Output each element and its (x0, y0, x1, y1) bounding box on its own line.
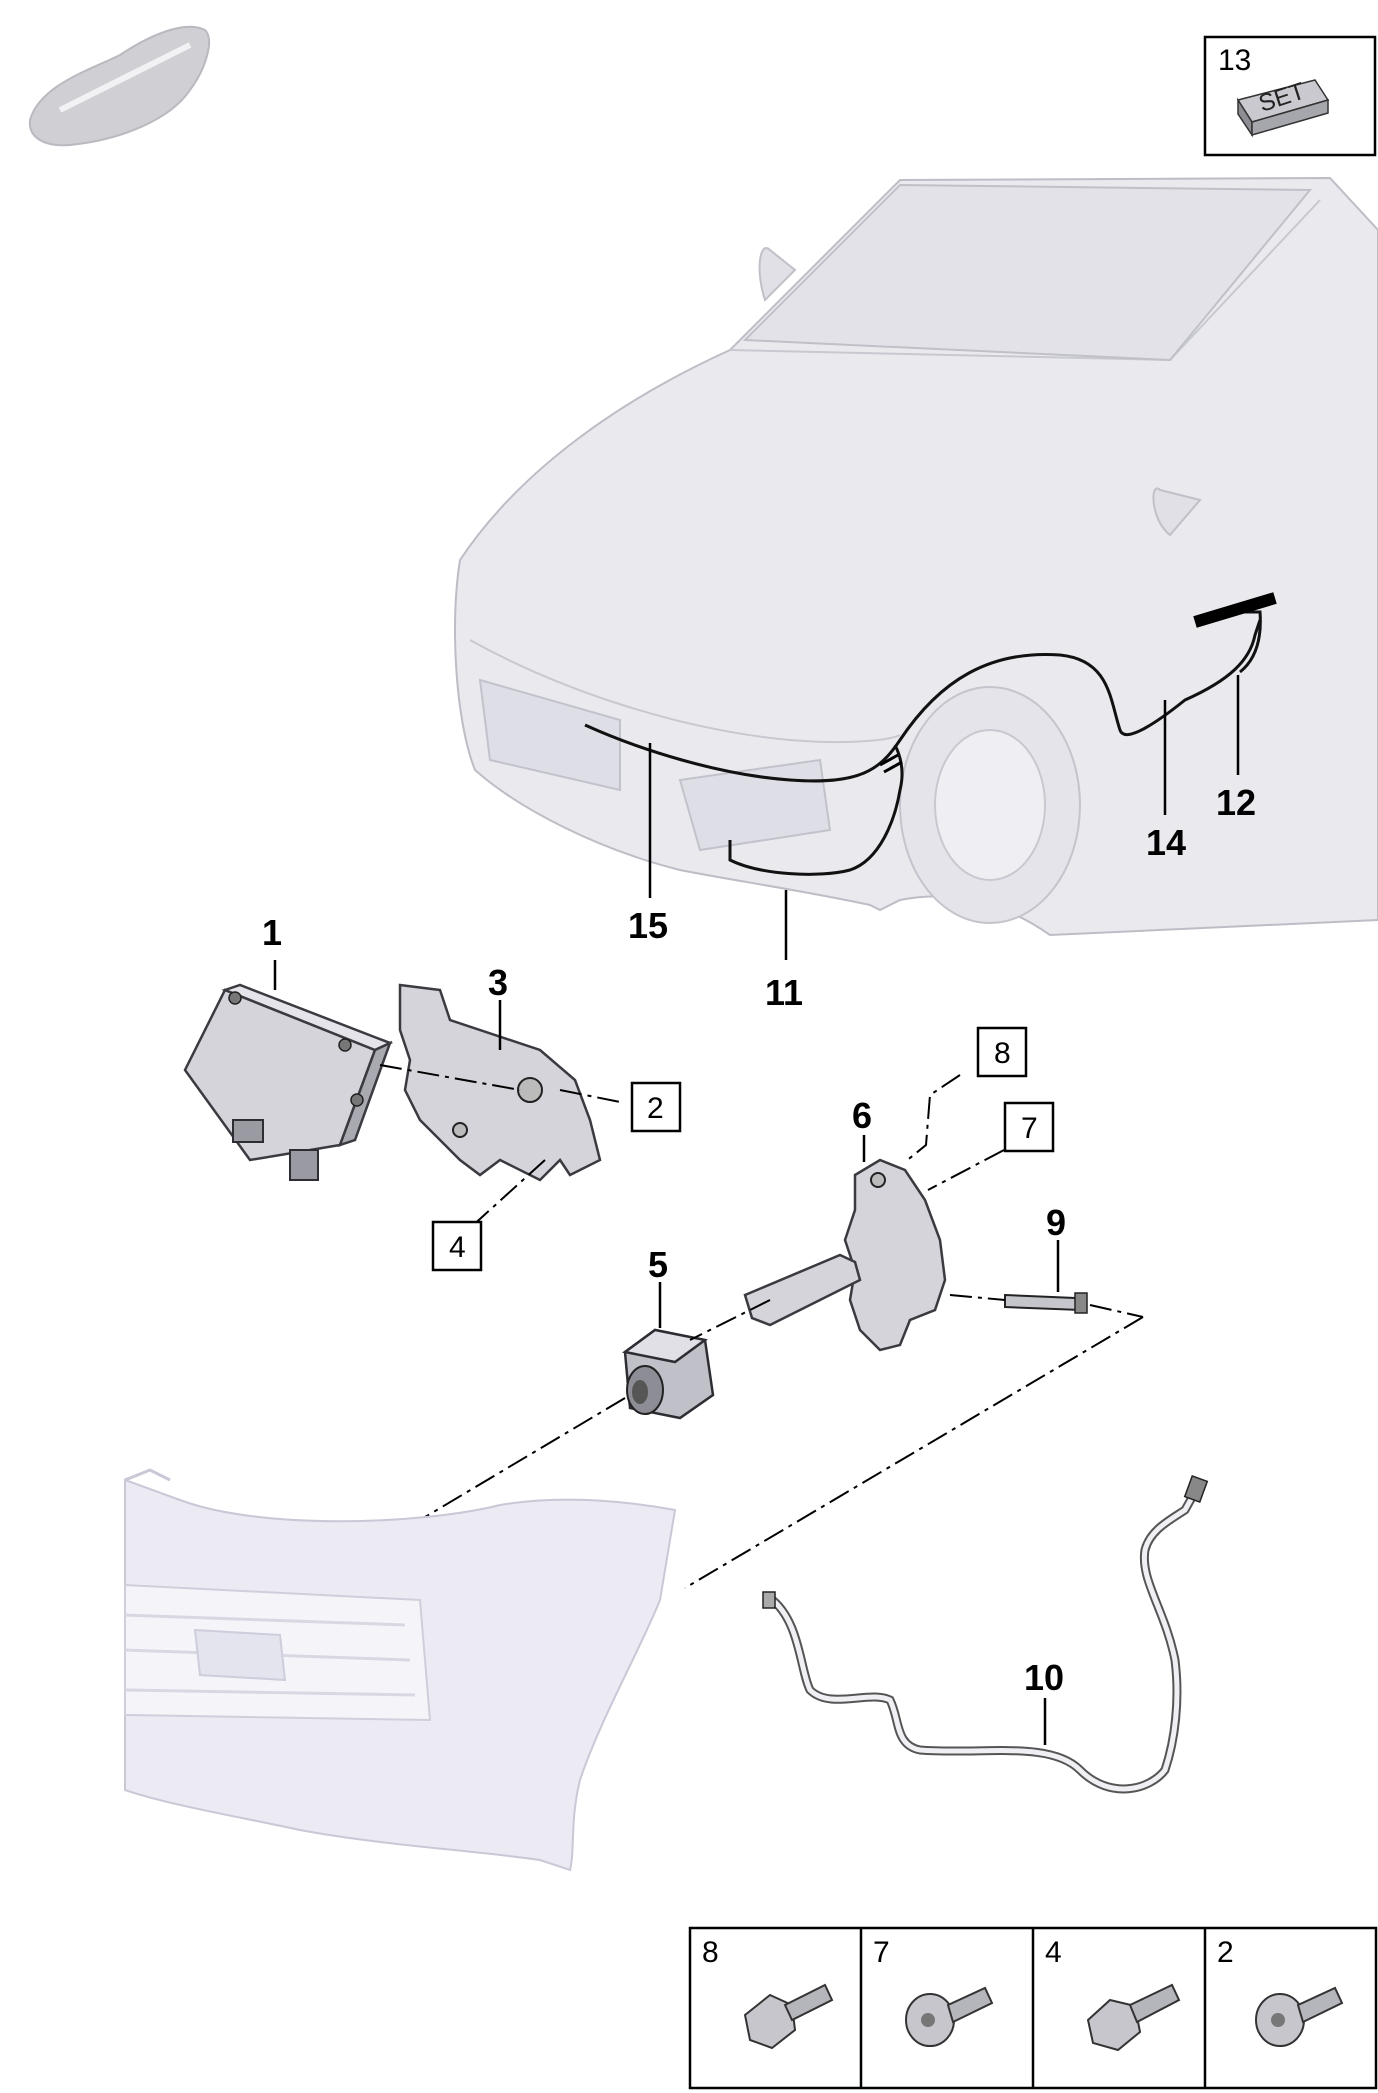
fastener-table: 8 7 4 2 (688, 1926, 1378, 2090)
torx-bolt-icon (905, 1986, 994, 2047)
fastener-cell-2[interactable]: 2 (1217, 1936, 1344, 2047)
control-unit-part-1[interactable] (183, 960, 394, 1181)
callout-8: 8 (994, 1037, 1011, 1070)
set-package-icon: SET (1236, 77, 1330, 138)
callout-4: 4 (449, 1231, 466, 1264)
vehicle-thumbnail-icon[interactable] (28, 25, 210, 147)
set-box-number: 13 (1218, 44, 1251, 77)
wiring-harness-routing[interactable] (584, 592, 1277, 876)
callout-15[interactable]: 15 (628, 905, 668, 946)
fastener-cell-4[interactable]: 4 (1045, 1936, 1181, 2052)
wire-harness-part-10[interactable] (762, 1474, 1209, 1794)
callout-2-box[interactable]: 2 (630, 1081, 682, 1133)
set-box[interactable]: 13 SET (1203, 35, 1377, 157)
hex-flange-bolt-icon (1086, 1983, 1181, 2052)
callout-1[interactable]: 1 (262, 912, 282, 953)
callout-7-box[interactable]: 7 (1003, 1101, 1055, 1153)
callout-4-box[interactable]: 4 (431, 1220, 483, 1272)
callout-2: 2 (647, 1092, 664, 1125)
mounting-bracket-part-6[interactable] (743, 1135, 947, 1352)
fastener-number-8: 8 (702, 1936, 719, 1969)
callout-10[interactable]: 10 (1024, 1657, 1064, 1698)
sensor-part-5[interactable] (621, 1282, 715, 1420)
button-head-bolt-icon (1255, 1986, 1344, 2047)
connector-part-9[interactable] (1004, 1240, 1088, 1314)
callout-12[interactable]: 12 (1216, 782, 1256, 823)
callout-11[interactable]: 11 (765, 972, 803, 1013)
flange-bolt-icon (743, 1983, 834, 2050)
callout-5[interactable]: 5 (648, 1244, 668, 1285)
fastener-number-2: 2 (1217, 1936, 1234, 1969)
front-bumper (124, 1468, 677, 1872)
callout-6[interactable]: 6 (852, 1095, 872, 1136)
fastener-cell-7[interactable]: 7 (873, 1936, 994, 2047)
fastener-number-7: 7 (873, 1936, 890, 1969)
fastener-number-4: 4 (1045, 1936, 1062, 1969)
bracket-part-3[interactable] (398, 983, 602, 1182)
vehicle-front-body (454, 176, 1378, 937)
callout-3[interactable]: 3 (488, 962, 508, 1003)
callout-8-box[interactable]: 8 (976, 1026, 1028, 1078)
fastener-cell-8[interactable]: 8 (702, 1936, 834, 2050)
callout-14[interactable]: 14 (1146, 822, 1186, 863)
callout-9[interactable]: 9 (1046, 1202, 1066, 1243)
callout-7: 7 (1021, 1112, 1038, 1145)
